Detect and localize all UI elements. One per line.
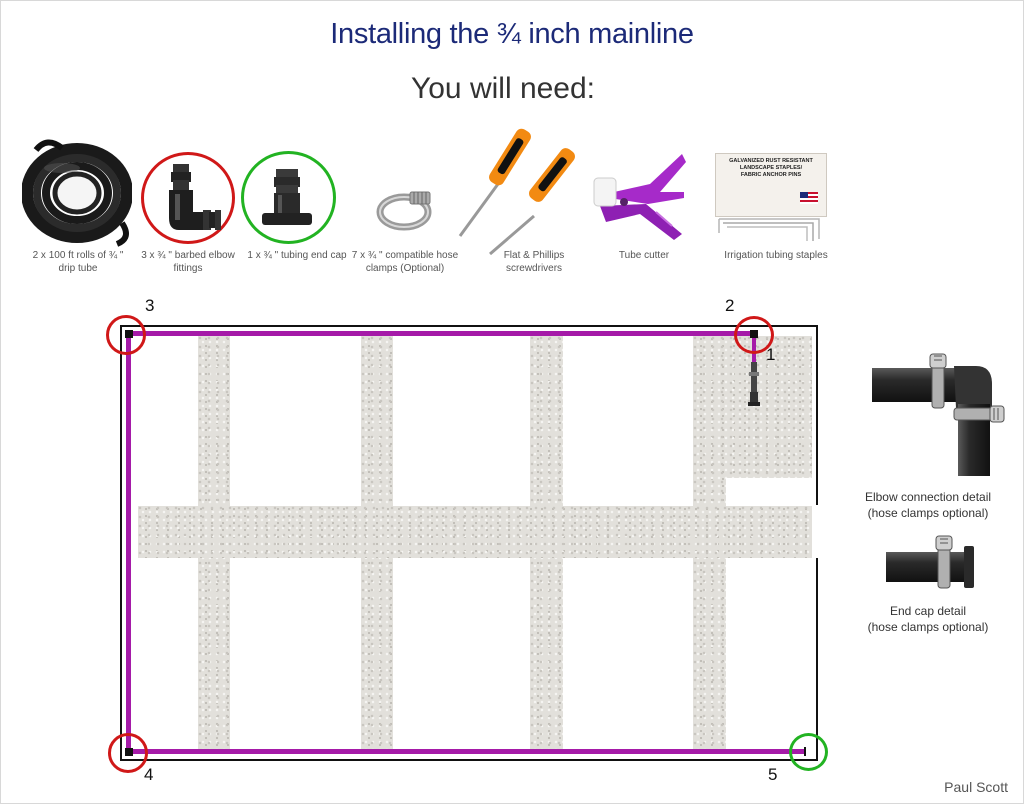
tool-caption-end-cap: 1 x ¾ " tubing end cap: [243, 249, 351, 262]
caption-line: 2 x 100 ft rolls of ¾ ": [32, 250, 124, 261]
tool-caption-tube-cutter: Tube cutter: [594, 249, 694, 262]
marker-3-label: 3: [145, 296, 155, 315]
mainline-segment-bottom: [126, 749, 806, 754]
bed-outline-right-upper: [816, 325, 818, 505]
supply-connector-icon: [748, 362, 760, 406]
marker-5-label: 5: [768, 765, 778, 784]
tool-caption-drip-tube: 2 x 100 ft rolls of ¾ " drip tube: [18, 249, 138, 275]
tool-caption-elbow: 3 x ¾ " barbed elbow fittings: [133, 249, 243, 275]
staples-box-line: FABRIC ANCHOR PINS: [740, 172, 802, 178]
bed-outline-bottom: [120, 759, 818, 761]
corner-4-highlight-ring: [108, 733, 148, 773]
author-credit: Paul Scott: [944, 779, 1008, 795]
caption-line: (hose clamps optional): [867, 620, 989, 634]
corner-3-highlight-ring: [106, 315, 146, 355]
mainline-segment-top: [128, 331, 756, 336]
marker-4-label: 4: [144, 765, 154, 784]
caption-line: clamps (Optional): [365, 263, 445, 274]
bed-outline-left: [120, 325, 122, 761]
bed-outline-top: [120, 325, 818, 327]
bed-outline-right-lower: [816, 558, 818, 761]
staples-box-line: LANDSCAPE STAPLES/: [739, 165, 803, 171]
tool-caption-hose-clamp: 7 x ¾ " compatible hose clamps (Optional…: [350, 249, 460, 275]
caption-line: End cap detail: [889, 604, 967, 618]
caption-line: Elbow connection detail: [864, 490, 992, 504]
flag-icon: [800, 192, 818, 204]
hose-clamp-icon: [376, 191, 432, 231]
end-cap-detail-caption: End cap detail (hose clamps optional): [848, 603, 1008, 635]
caption-line: 3 x ¾ " barbed elbow: [141, 250, 235, 261]
end-cap-detail-icon: [886, 535, 974, 589]
drip-tube-roll-icon: [22, 139, 132, 247]
staples-box-icon: GALVANIZED RUST RESISTANT LANDSCAPE STAP…: [715, 153, 827, 217]
caption-line: Irrigation tubing staples: [724, 250, 828, 261]
mainline-segment-left: [126, 331, 131, 753]
caption-line: 7 x ¾ " compatible hose: [351, 250, 459, 261]
elbow-connection-detail-icon: [872, 353, 1005, 476]
caption-line: Tube cutter: [618, 250, 670, 261]
end-cap-highlight-ring: [241, 151, 336, 244]
staples-icon: [718, 218, 820, 241]
marker-1-label: 1: [766, 345, 776, 364]
tube-cutter-icon: [593, 154, 686, 240]
tool-caption-screwdrivers: Flat & Phillips screwdrivers: [484, 249, 584, 275]
gravel-path-horizontal: [138, 506, 812, 558]
screwdrivers-icon: [458, 128, 575, 256]
page-subtitle: You will need:: [410, 72, 596, 105]
caption-line: screwdrivers: [505, 263, 563, 274]
end-5-highlight-ring: [789, 733, 828, 771]
corner-2-highlight-ring: [734, 316, 774, 354]
staples-box-label: GALVANIZED RUST RESISTANT LANDSCAPE STAP…: [716, 158, 826, 179]
elbow-highlight-ring: [141, 152, 235, 244]
page-title: Installing the ¾ inch mainline: [330, 18, 694, 50]
staples-box-line: GALVANIZED RUST RESISTANT: [729, 158, 813, 164]
elbow-detail-caption: Elbow connection detail (hose clamps opt…: [848, 489, 1008, 521]
caption-line: Flat & Phillips: [503, 250, 565, 261]
marker-2-label: 2: [725, 296, 735, 315]
caption-line: fittings: [173, 263, 203, 274]
caption-line: 1 x ¾ " tubing end cap: [247, 250, 347, 261]
tool-caption-staples: Irrigation tubing staples: [712, 249, 840, 262]
end-cap-icon: [262, 169, 312, 225]
caption-line: drip tube: [58, 263, 98, 274]
elbow-fitting-icon: [169, 164, 221, 230]
caption-line: (hose clamps optional): [867, 506, 989, 520]
